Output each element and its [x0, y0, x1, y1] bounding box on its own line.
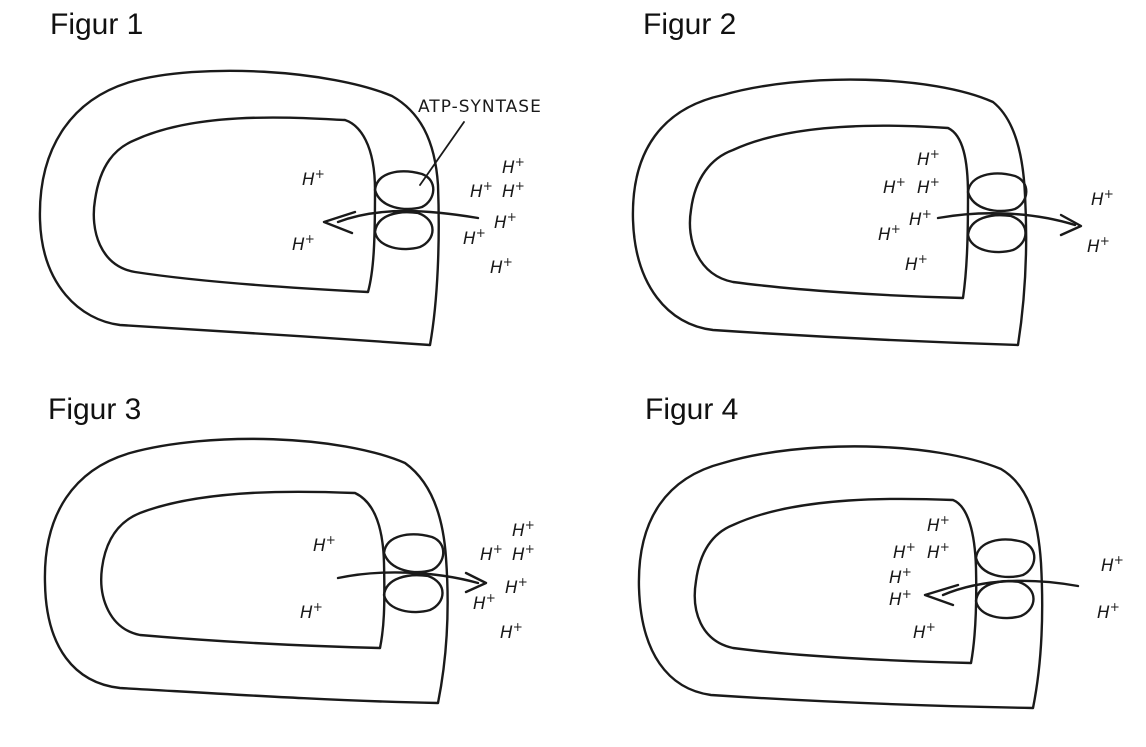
- svg-text:H+: H+: [502, 179, 525, 202]
- svg-text:H+: H+: [500, 620, 523, 643]
- svg-text:H+: H+: [917, 147, 940, 170]
- svg-text:H+: H+: [913, 620, 936, 643]
- ions-outside: H+ H+ H+ H+ H+ H+: [473, 518, 535, 643]
- atp-synthase-label: ATP-SYNTASE: [418, 97, 542, 117]
- arrow-head: [464, 571, 488, 594]
- svg-text:H+: H+: [302, 167, 325, 190]
- svg-text:H+: H+: [927, 513, 950, 536]
- svg-text:H+: H+: [300, 600, 323, 623]
- svg-text:H+: H+: [883, 175, 906, 198]
- svg-text:H+: H+: [313, 533, 336, 556]
- svg-text:H+: H+: [905, 252, 928, 275]
- outer-membrane: [631, 78, 1028, 347]
- atp-synthase: [974, 538, 1036, 620]
- svg-text:H+: H+: [473, 591, 496, 614]
- svg-text:H+: H+: [505, 575, 528, 598]
- figure-1-diagram: ATP-SYNTASE H+ H+ H+ H+ H+ H+ H+ H+: [38, 69, 542, 347]
- svg-text:H+: H+: [480, 542, 503, 565]
- figure-3: Figur 3 H+ H+ H+ H+ H+ H+ H+ H+: [0, 373, 573, 746]
- atp-synthase: [373, 170, 435, 251]
- figure-2-diagram: H+ H+ H+ H+ H+ H+ H+ H+: [631, 78, 1114, 347]
- svg-text:H+: H+: [893, 540, 916, 563]
- figure-4-title: Figur 4: [645, 393, 739, 426]
- proton-flow-arrow: [936, 212, 1077, 227]
- figure-1: Figur 1 ATP-SYNTASE H+ H+ H+ H+ H+ H+ H+…: [0, 0, 573, 373]
- svg-text:H+: H+: [490, 255, 513, 278]
- svg-text:H+: H+: [494, 210, 517, 233]
- proton-flow-arrow: [336, 571, 480, 585]
- svg-text:H+: H+: [512, 518, 535, 541]
- outer-membrane: [43, 437, 449, 705]
- figure-1-title: Figur 1: [50, 8, 144, 41]
- ions-outside: H+ H+: [1087, 187, 1114, 257]
- svg-text:H+: H+: [502, 155, 525, 178]
- ions-outside: H+ H+ H+ H+ H+ H+: [463, 155, 525, 278]
- ions-outside: H+ H+: [1097, 553, 1124, 623]
- arrow-head: [1059, 213, 1083, 237]
- svg-text:H+: H+: [292, 232, 315, 255]
- inner-membrane: [693, 497, 978, 665]
- ions-inside: H+ H+: [292, 167, 325, 255]
- figure-2: Figur 2 H+ H+ H+ H+ H+ H+ H+ H+: [573, 0, 1146, 373]
- ions-inside: H+ H+ H+ H+ H+ H+: [889, 513, 950, 643]
- svg-text:H+: H+: [889, 565, 912, 588]
- synthase-pointer: [419, 121, 465, 186]
- svg-text:H+: H+: [1087, 234, 1110, 257]
- outer-membrane: [38, 69, 440, 347]
- svg-text:H+: H+: [463, 226, 486, 249]
- arrow-head: [322, 210, 357, 235]
- inner-membrane: [92, 116, 377, 294]
- figure-4: Figur 4 H+ H+ H+ H+ H+ H+ H+ H+: [573, 373, 1146, 746]
- ions-inside: H+ H+ H+ H+ H+ H+: [878, 147, 940, 275]
- svg-text:H+: H+: [1091, 187, 1114, 210]
- outer-membrane: [637, 445, 1044, 710]
- figure-4-diagram: H+ H+ H+ H+ H+ H+ H+ H+: [637, 445, 1124, 710]
- figure-3-title: Figur 3: [48, 393, 142, 426]
- figure-3-diagram: H+ H+ H+ H+ H+ H+ H+ H+: [43, 437, 535, 705]
- svg-text:H+: H+: [917, 175, 940, 198]
- svg-text:H+: H+: [512, 542, 535, 565]
- svg-text:H+: H+: [889, 587, 912, 610]
- proton-flow-arrow: [336, 209, 480, 224]
- svg-text:H+: H+: [470, 179, 493, 202]
- inner-membrane: [688, 124, 970, 300]
- svg-text:H+: H+: [878, 222, 901, 245]
- svg-text:H+: H+: [1101, 553, 1124, 576]
- svg-text:H+: H+: [927, 540, 950, 563]
- arrow-head: [923, 583, 960, 607]
- atp-synthase: [966, 172, 1028, 254]
- svg-text:H+: H+: [909, 207, 932, 230]
- ions-inside: H+ H+: [300, 533, 336, 623]
- svg-text:H+: H+: [1097, 600, 1120, 623]
- inner-membrane: [100, 490, 386, 650]
- atp-synthase: [382, 533, 445, 614]
- figure-2-title: Figur 2: [643, 8, 737, 41]
- proton-flow-arrow: [941, 579, 1080, 597]
